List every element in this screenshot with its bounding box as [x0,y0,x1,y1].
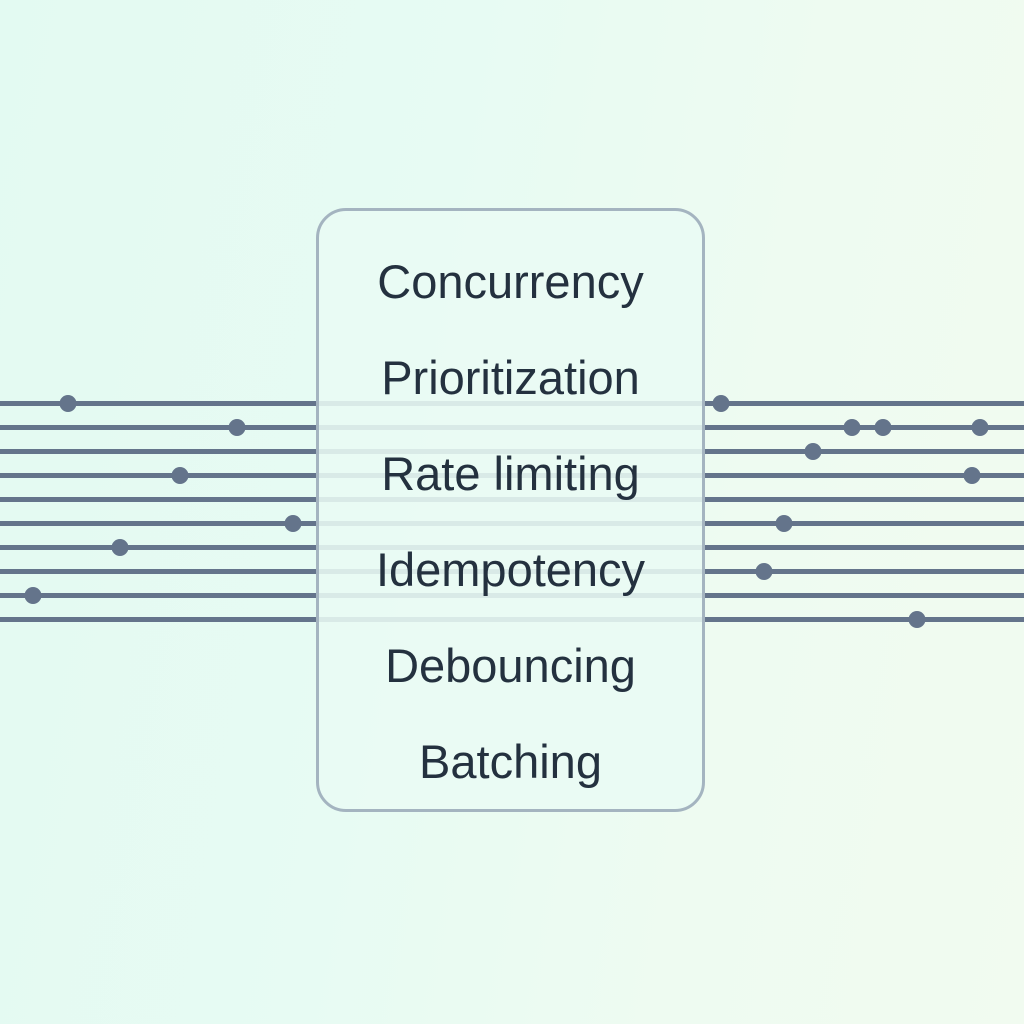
card-item-debouncing: Debouncing [385,638,636,692]
flow-dot [284,515,302,532]
flow-dot [963,467,981,484]
flow-dot [971,419,989,436]
flow-dot [874,419,892,436]
flow-dot [228,419,246,436]
flow-dot [804,443,822,460]
card-item-rate-limiting: Rate limiting [381,446,640,500]
card-item-concurrency: Concurrency [377,254,644,308]
flow-dot [908,611,926,628]
flow-dot [755,563,773,580]
card-item-idempotency: Idempotency [375,542,646,596]
flow-dot [111,539,129,556]
flow-dot [24,587,42,604]
flow-dot [775,515,793,532]
card-item-prioritization: Prioritization [381,350,640,404]
concepts-card: Concurrency Prioritization Rate limiting… [316,208,705,812]
flow-dot [59,395,77,412]
flow-dot [712,395,730,412]
flow-dot [843,419,861,436]
card-item-batching: Batching [419,734,602,788]
flow-dot [171,467,189,484]
